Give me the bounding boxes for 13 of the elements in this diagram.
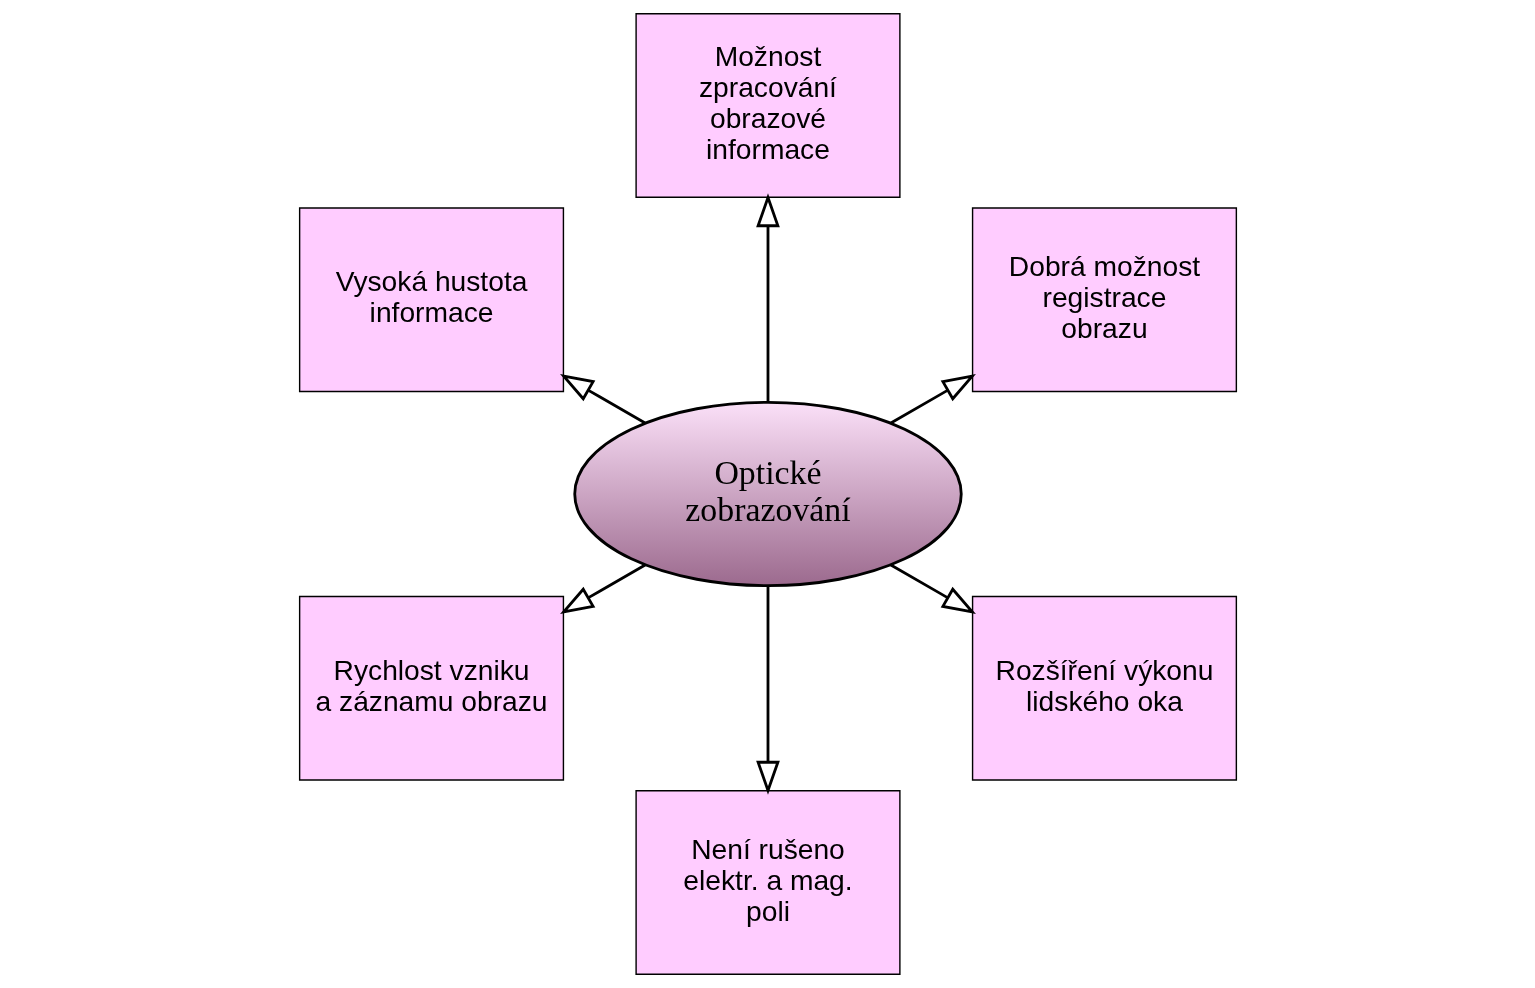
arrow xyxy=(559,373,646,425)
arrow xyxy=(755,193,780,402)
node-box: Možnost zpracování obrazové informace xyxy=(634,13,901,198)
node-box: Není rušeno elektr. a mag. poli xyxy=(634,790,901,975)
arrow xyxy=(559,563,646,615)
node-box: Dobrá možnost registrace obrazu xyxy=(971,207,1237,393)
node-box: Vysoká hustota informace xyxy=(298,207,564,393)
arrow xyxy=(755,586,780,795)
arrow xyxy=(889,373,976,425)
arrow xyxy=(889,563,976,615)
node-box: Rozšíření výkonu lidského oka xyxy=(971,595,1237,781)
node-box: Rychlost vzniku a záznamu obrazu xyxy=(298,595,564,781)
node-ellipse: Optické zobrazování xyxy=(572,400,963,588)
